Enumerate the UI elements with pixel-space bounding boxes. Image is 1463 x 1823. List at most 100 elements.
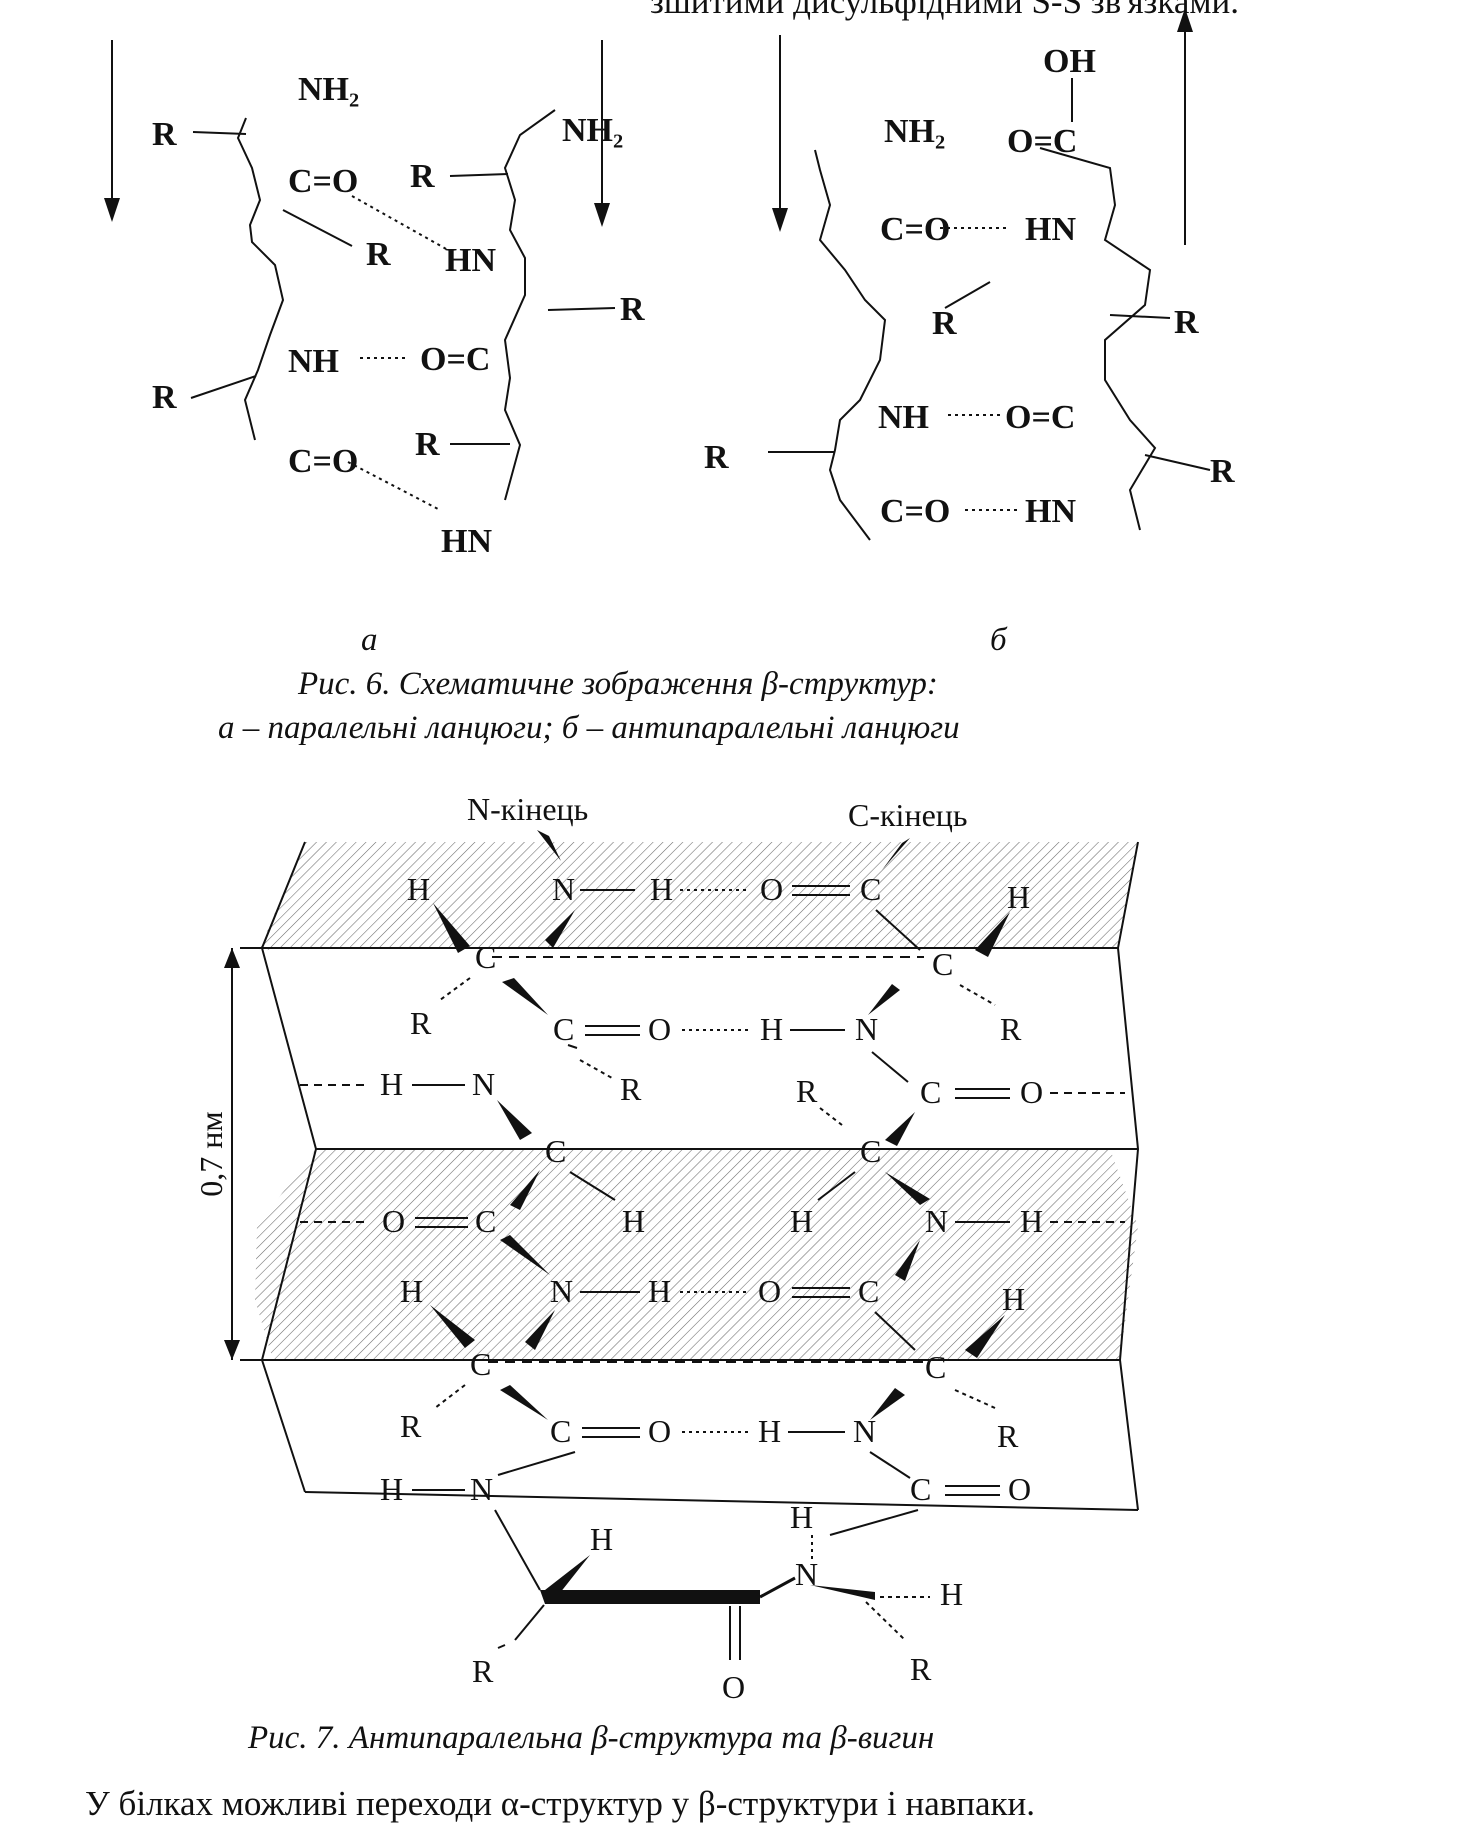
svg-text:H: H [407,871,430,907]
top-text-line: зшитими дисульфідними S-S зв'язками. [650,0,1240,21]
chain4-hn-2: HN [1025,493,1076,530]
svg-text:R: R [1210,453,1235,490]
label-a: а [361,622,378,658]
svg-text:N: N [855,1011,878,1047]
chain2-hn-1: HN [445,242,496,279]
chain4-hn-1: HN [1025,211,1076,248]
svg-text:H: H [940,1576,963,1612]
svg-text:C: C [932,946,953,982]
svg-text:R: R [152,379,177,416]
fig7-caption: Рис. 7. Антипаралельна β-структура та β-… [248,1720,935,1756]
fig6-parallel: NH₂ R C=O R NH R C=O NH₂ R HN R O=C R HN… [104,40,645,658]
svg-text:R: R [152,116,177,153]
svg-text:H: H [790,1499,813,1535]
svg-text:N: N [925,1203,948,1239]
chain-4-backbone [1039,147,1157,531]
svg-text:N: N [550,1273,573,1309]
svg-text:C: C [550,1413,571,1449]
chain2-oc: O=C [420,341,490,378]
svg-text:C: C [470,1346,491,1382]
svg-text:H: H [1020,1203,1043,1239]
chain-3-backbone [814,149,887,541]
svg-text:H: H [1002,1281,1025,1317]
chain2-nh2: NH₂ [562,112,623,149]
chain3-nh2: NH₂ [884,113,945,150]
chain-1-backbone [236,117,285,441]
svg-text:R: R [704,439,729,476]
svg-text:C: C [545,1133,566,1169]
fig6-caption-line1: Рис. 6. Схематичне зображення β-структур… [298,666,938,702]
svg-text:O: O [382,1203,405,1239]
hbond-1 [351,195,449,251]
svg-text:H: H [790,1203,813,1239]
svg-text:H: H [590,1521,613,1557]
svg-text:C: C [858,1273,879,1309]
plane-middle [255,1149,1138,1360]
svg-text:O: O [1020,1074,1043,1110]
svg-text:H: H [758,1413,781,1449]
svg-text:R: R [415,426,440,463]
svg-text:N: N [795,1556,818,1592]
svg-text:N: N [853,1413,876,1449]
svg-text:R: R [997,1418,1019,1454]
chain2-hn-2: HN [441,523,492,560]
svg-text:C: C [475,939,496,975]
svg-text:N: N [470,1471,493,1507]
hbond-3 [347,461,441,511]
svg-text:R: R [410,1005,432,1041]
svg-text:R: R [1000,1011,1022,1047]
svg-text:R: R [620,291,645,328]
fig7-diagram: 0,7 нм N-кінець C-кінець N H O C H H [193,791,1140,1705]
svg-text:C: C [860,1133,881,1169]
svg-text:C: C [475,1203,496,1239]
svg-text:O: O [722,1669,745,1705]
svg-text:R: R [796,1073,818,1109]
svg-text:C: C [925,1349,946,1385]
chain1-nh: NH [288,343,339,380]
svg-text:C: C [920,1074,941,1110]
chain3-co-1: C=O [880,211,950,248]
chain4-oc: O=C [1005,399,1075,436]
svg-text:C: C [910,1471,931,1507]
svg-text:R: R [366,236,391,273]
c-double-o-1: O=C [1007,123,1077,160]
svg-text:R: R [472,1653,494,1689]
svg-text:O: O [648,1011,671,1047]
svg-text:H: H [760,1011,783,1047]
svg-text:H: H [648,1273,671,1309]
svg-text:H: H [650,871,673,907]
svg-text:H: H [400,1273,423,1309]
plane-upper [257,842,1138,955]
svg-text:H: H [380,1471,403,1507]
oh-group: OH [1043,43,1096,80]
svg-text:O: O [648,1413,671,1449]
svg-text:N: N [552,871,575,907]
svg-text:O: O [760,871,783,907]
svg-text:R: R [1174,304,1199,341]
svg-text:O: O [1008,1471,1031,1507]
label-b: б [990,622,1008,658]
c-terminus-label: C-кінець [848,797,967,833]
chain3-nh: NH [878,399,929,436]
chain3-co-2: C=O [880,493,950,530]
chain1-co-2: C=O [288,443,358,480]
chain1-nh2: NH₂ [298,71,359,108]
svg-text:H: H [1007,879,1030,915]
svg-text:O: O [758,1273,781,1309]
svg-text:H: H [380,1066,403,1102]
fig6-antiparallel: OH NH₂ O=C C=O HN R R NH O=C R R C=O HN … [704,8,1235,658]
svg-text:R: R [400,1408,422,1444]
chain1-co-1: C=O [288,163,358,200]
svg-text:R: R [910,1651,932,1687]
svg-text:C: C [860,871,881,907]
svg-text:R: R [620,1071,642,1107]
chain-2-backbone [503,109,556,501]
n-terminus-label: N-кінець [467,791,588,827]
fig6-caption-line2: а – паралельні ланцюги; б – антипаралель… [218,710,960,746]
svg-text:H: H [622,1203,645,1239]
svg-text:C: C [553,1011,574,1047]
svg-text:N: N [472,1066,495,1102]
svg-text:R: R [932,305,957,342]
dimension-label: 0,7 нм [193,1111,229,1196]
